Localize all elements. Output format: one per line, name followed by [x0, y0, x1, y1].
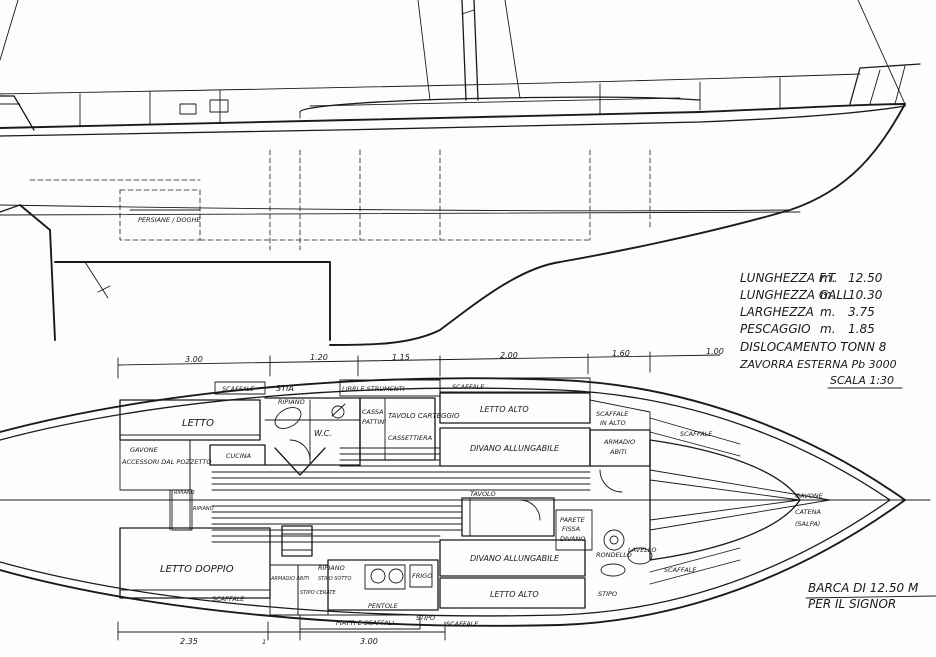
spec-row-2-value: 10.30	[848, 288, 883, 302]
spec-row-1-value: 12.50	[848, 271, 883, 285]
spec-displacement: DISLOCAMENTO TONN 8	[740, 340, 887, 354]
label-piatti: PIATTI E SCAFFALI	[336, 619, 394, 627]
title-line-2: PER IL SIGNOR	[808, 597, 896, 611]
dim-bottom-1: 2.35	[180, 637, 198, 646]
label-ripiano-top: RIPIANO	[278, 398, 305, 406]
spec-row-2-label: LUNGHEZZA GALL.	[740, 288, 854, 302]
label-scaffale-top: SCAFFALE	[452, 383, 485, 391]
label-stipo-bottom: STIPO	[598, 590, 617, 598]
label-scaffale-prua2: IN ALTO	[600, 419, 626, 427]
spec-row-4-value: 1.85	[848, 322, 875, 336]
label-ripiano-left: RIPIANO	[174, 490, 195, 496]
spec-row-3-unit: m.	[820, 305, 836, 319]
label-lavello: LAVELLO	[628, 546, 656, 554]
label-parete: PARETE	[560, 516, 586, 524]
profile-label: PERSIANE / DOGHE	[138, 216, 201, 224]
label-frigo: FRIGO	[412, 572, 432, 580]
saloon-floor	[211, 447, 591, 543]
label-libri: LIBRI E STRUMENTI	[342, 385, 405, 393]
spec-paint: ZAVORRA ESTERNA Pb 3000	[739, 358, 897, 371]
label-armadio-abiti: ARMADIO ABITI	[270, 576, 310, 582]
spec-row-3-label: LARGHEZZA	[740, 305, 814, 319]
label-scaffale-bottom: SCAFFALE	[446, 620, 479, 628]
spec-row-3-value: 3.75	[848, 305, 875, 319]
label-tavolo: TAVOLO	[470, 490, 496, 498]
label-scaffale-fwd-bottom: SCAFFALE	[664, 566, 697, 574]
label-cassa2: PATTINI	[362, 418, 386, 426]
label-wc: W.C.	[314, 429, 332, 438]
label-gavone-catena: GAVONE	[795, 492, 824, 500]
dim-top-3: 1.15	[392, 353, 410, 362]
label-fissa: FISSA	[562, 525, 580, 533]
side-profile: PERSIANE / DOGHE	[0, 0, 921, 346]
label-divano-top: DIVANO ALLUNGABILE	[470, 444, 560, 453]
spec-row-4-unit: m.	[820, 322, 836, 336]
label-letto-poppa: LETTO	[182, 418, 214, 429]
label-scaffale-left: SCAFFALE	[222, 385, 255, 393]
label-scaffale-fwd: SCAFFALE	[680, 430, 713, 438]
label-armadio-prua2: ABITI	[609, 448, 627, 456]
label-tavolo-carteggio: TAVOLO CARTEGGIO	[388, 412, 460, 420]
label-divano-small: DIVANO	[560, 535, 585, 543]
label-cassetti: CASSETTIERA	[388, 434, 432, 442]
top-dimensions: 3.00 1.20 1.15 2.00 1.60 1.00	[117, 347, 724, 379]
dim-bottom-2: 1	[262, 638, 266, 646]
label-letto-doppio: LETTO DOPPIO	[160, 564, 234, 575]
label-armadio-prua: ARMADIO	[603, 438, 635, 446]
plan-labels: LETTO GAVONE ACCESSORI DAL POZZETTO CUCI…	[121, 383, 824, 628]
spec-row-1-label: LUNGHEZZA F.T.	[740, 271, 838, 285]
specs-block: LUNGHEZZA F.T. m. 12.50 LUNGHEZZA GALL. …	[739, 271, 903, 389]
label-stipo: STIPO	[416, 614, 435, 622]
label-stipo-cerate: STIPO CERATE	[300, 590, 336, 596]
spec-row-1-unit: m.	[820, 271, 836, 285]
label-stia: STIA	[276, 384, 294, 393]
label-gavone-note: ACCESSORI DAL POZZETTO	[121, 458, 212, 466]
label-ripiano-bottom: RIPIANO	[318, 564, 345, 572]
label-scaffale-aft-bottom: SCAFFALE	[212, 595, 245, 603]
label-pentole: PENTOLE	[368, 602, 399, 610]
spec-row-2-unit: m.	[820, 288, 836, 302]
title-line-1: BARCA DI 12.50 M	[808, 581, 919, 595]
label-cucina: CUCINA	[226, 452, 251, 460]
bottom-dimensions: 2.35 1 3.00	[117, 621, 446, 646]
dim-top-5: 1.60	[612, 349, 630, 358]
label-letto-alto-top: LETTO ALTO	[480, 405, 529, 414]
label-rondello: RONDELLO	[596, 551, 632, 559]
title-block: BARCA DI 12.50 M PER IL SIGNOR	[805, 581, 936, 611]
plan-hull	[0, 377, 931, 627]
label-salpa: (SALPA)	[795, 520, 820, 528]
dim-top-4: 2.00	[500, 351, 518, 360]
label-catena: CATENA	[795, 508, 821, 516]
label-gavone: GAVONE	[130, 446, 159, 454]
dim-top-6: 1.00	[706, 347, 724, 356]
spec-scale: SCALA 1:30	[830, 374, 894, 387]
plan-interior	[119, 377, 801, 630]
label-divano-bottom: DIVANO ALLUNGABILE	[470, 554, 560, 563]
spec-row-4-label: PESCAGGIO	[740, 322, 811, 336]
label-letto-alto-bottom: LETTO ALTO	[490, 590, 539, 599]
label-stipo-sotto: STIPO SOTTO	[318, 576, 351, 582]
label-cassa: CASSA	[362, 408, 383, 416]
dim-top-2: 1.20	[310, 353, 328, 362]
label-scaffale-prua: SCAFFALE	[596, 410, 629, 418]
dim-top-1: 3.00	[185, 355, 203, 364]
dim-bottom-3: 3.00	[360, 637, 378, 646]
label-ripiano-left2: RIPIANO	[193, 506, 214, 512]
